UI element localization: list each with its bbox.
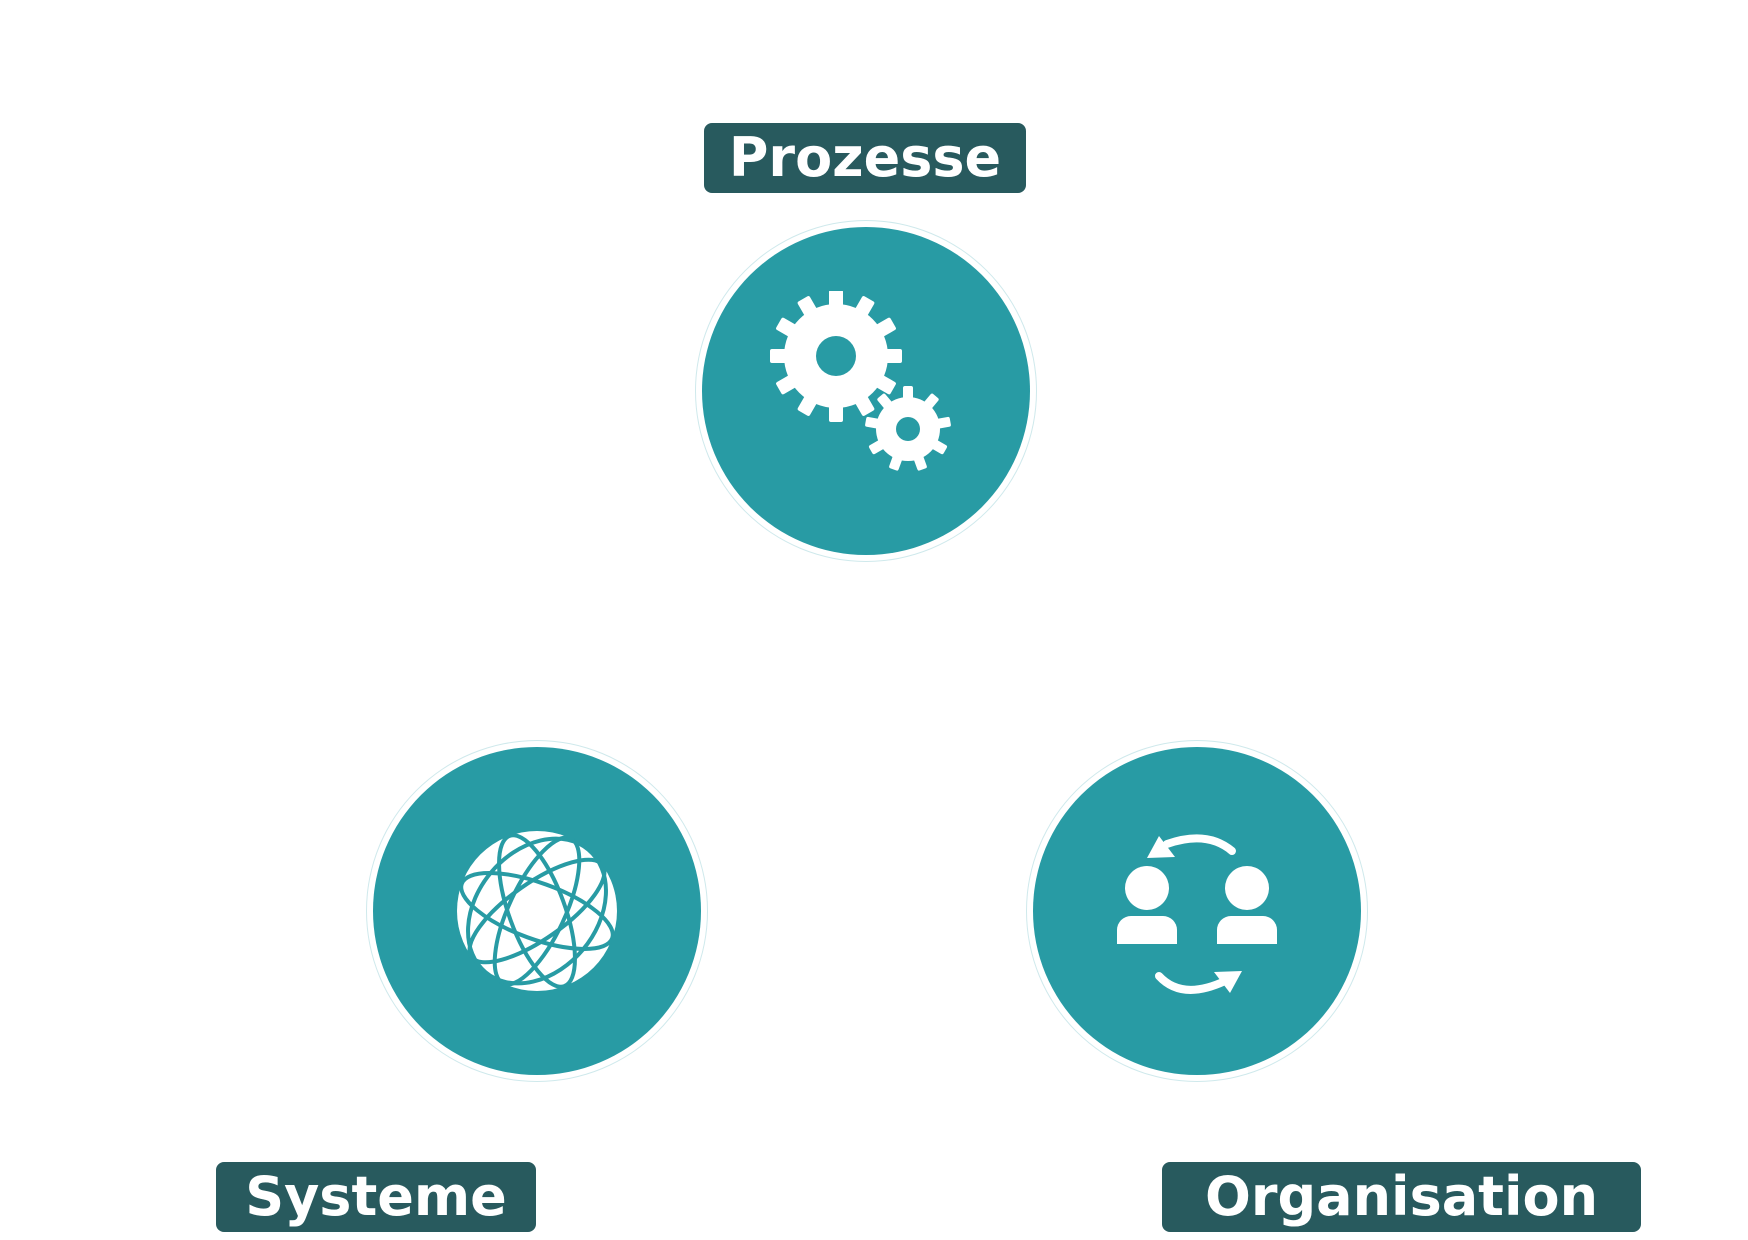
label-box-systeme: Systeme <box>216 1162 536 1232</box>
label-box-organisation: Organisation <box>1162 1162 1641 1232</box>
label-systeme: Systeme <box>245 1165 507 1228</box>
globe-icon <box>457 831 617 991</box>
label-prozesse: Prozesse <box>728 126 1002 189</box>
node-circle-systeme <box>373 747 701 1075</box>
label-box-prozesse: Prozesse <box>704 123 1026 193</box>
people-exchange-icon <box>1117 834 1277 994</box>
label-organisation: Organisation <box>1204 1165 1599 1228</box>
gears-icon <box>770 291 951 471</box>
node-circle-organisation <box>1033 747 1361 1075</box>
node-circle-prozesse <box>702 227 1030 555</box>
